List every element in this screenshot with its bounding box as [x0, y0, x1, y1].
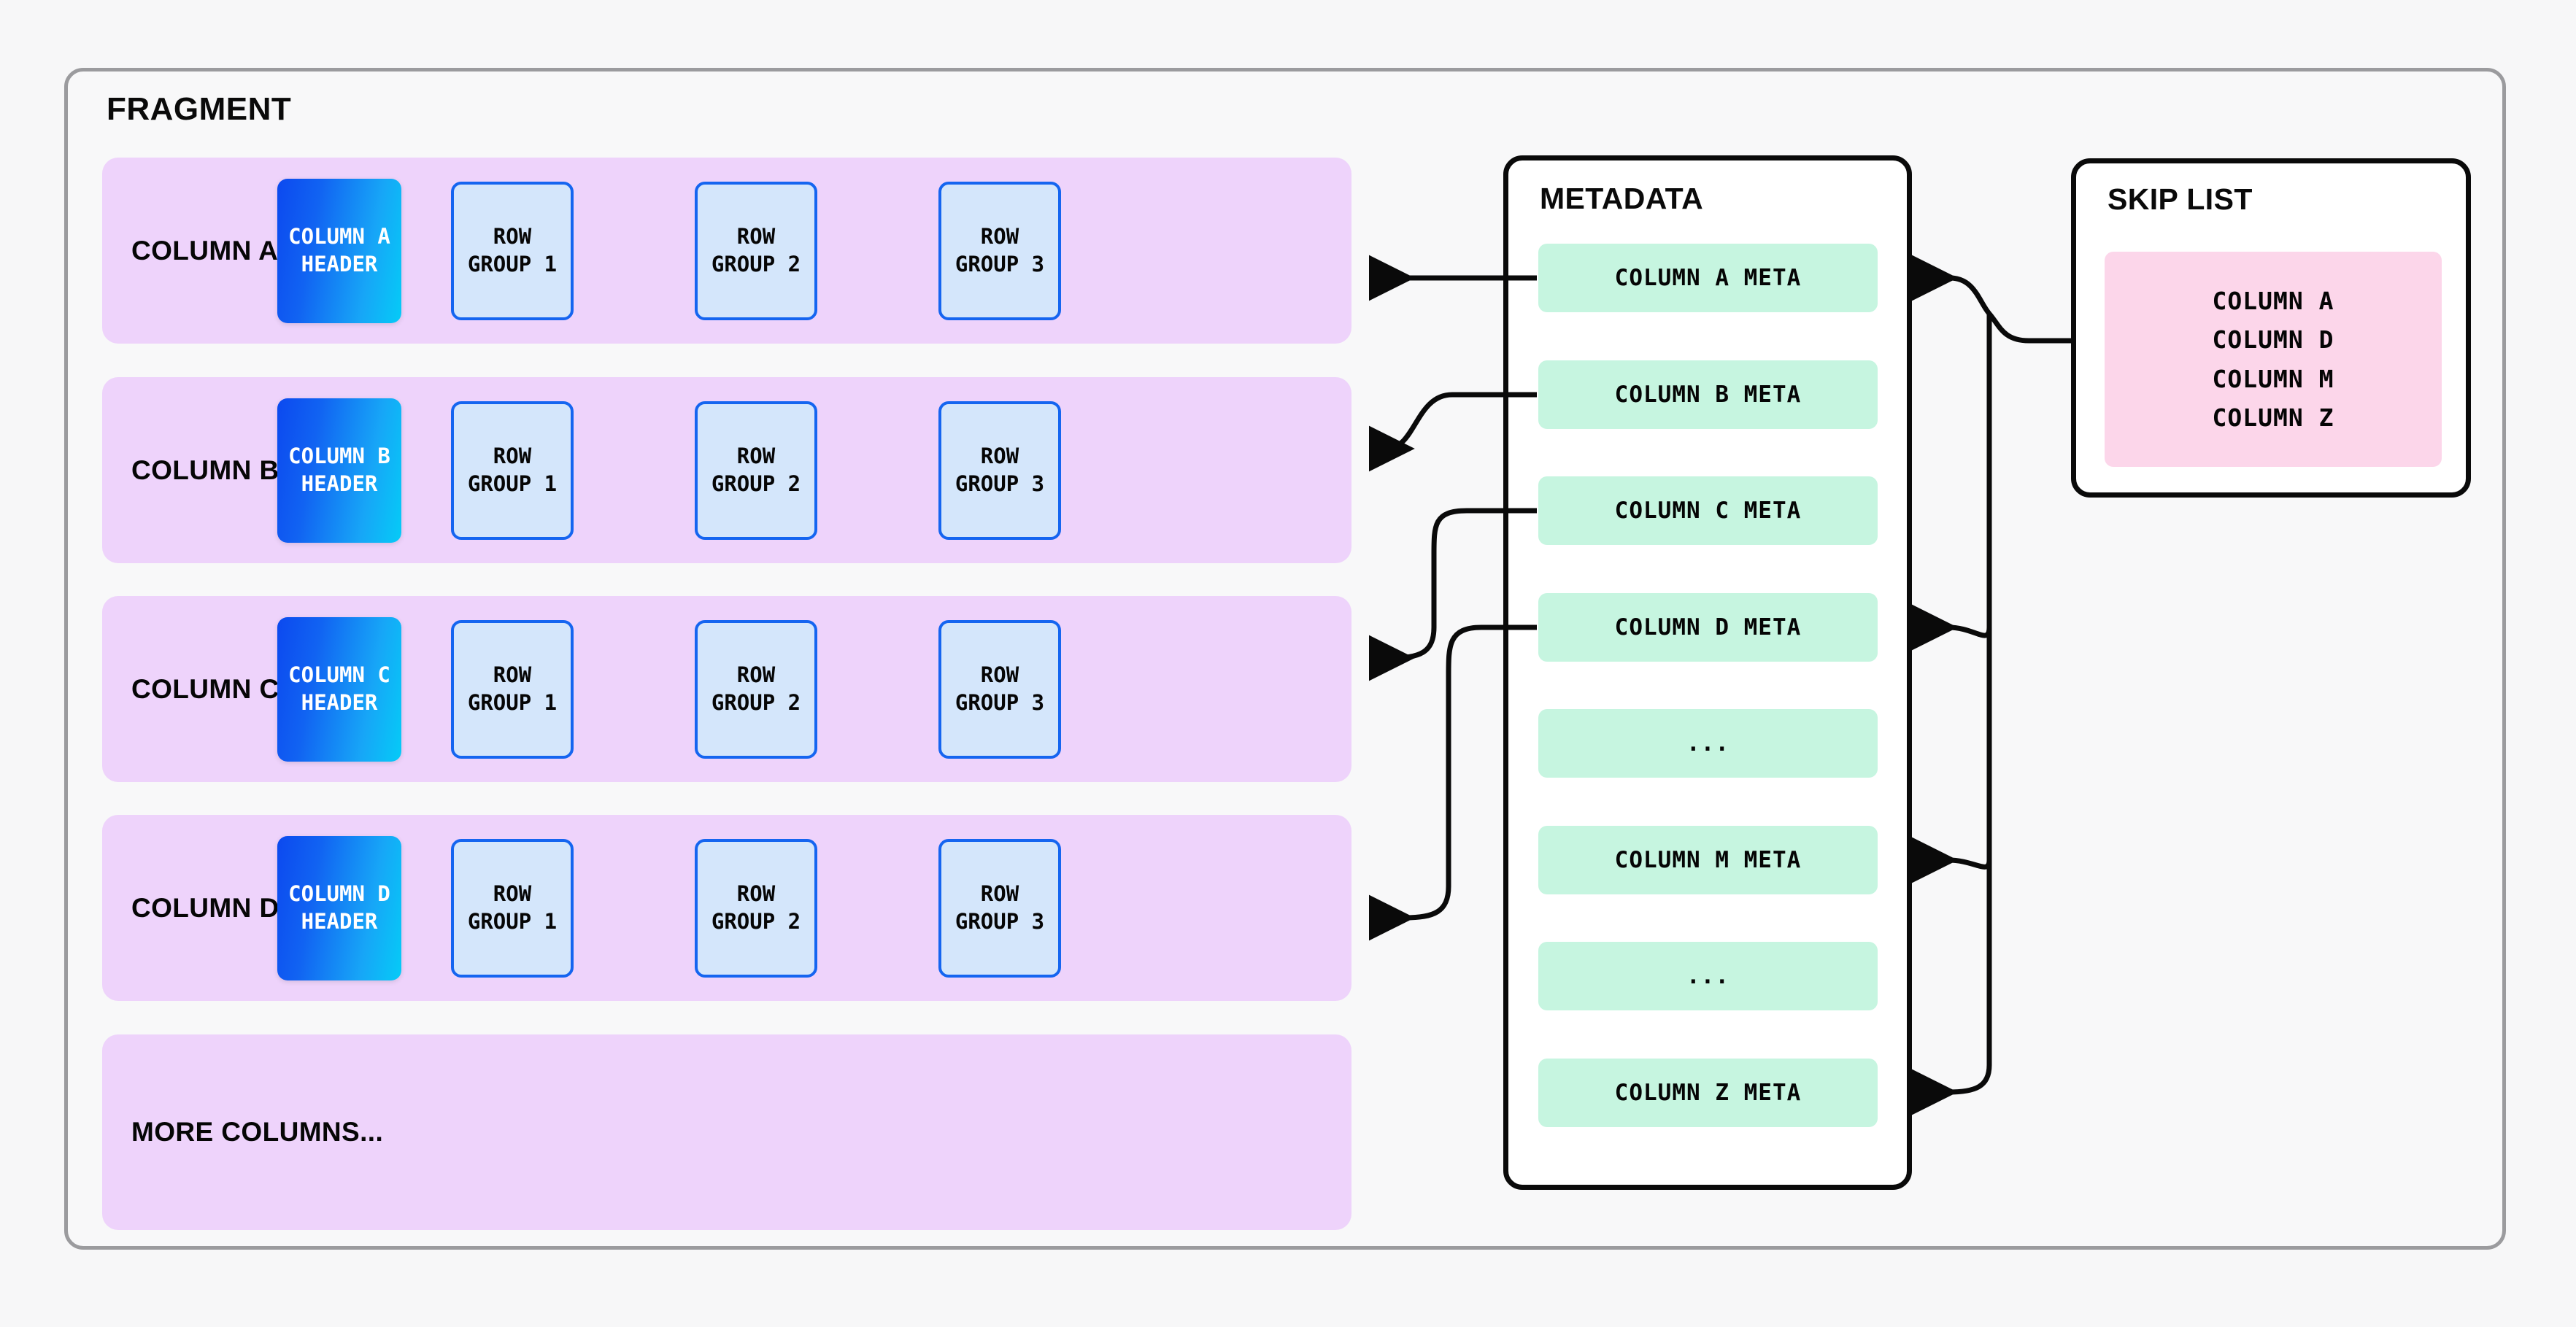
column-band-more[interactable]: MORE COLUMNS... [102, 1034, 1351, 1230]
skip-list-entry-2: COLUMN M [2212, 364, 2334, 393]
column-band-label-b: COLUMN B [131, 454, 279, 485]
skip-list-entry-3: COLUMN Z [2212, 403, 2334, 432]
skip-list-entries[interactable]: COLUMN A COLUMN D COLUMN M COLUMN Z [2105, 252, 2442, 467]
column-band-label-a: COLUMN A [131, 235, 279, 266]
fragment-title: FRAGMENT [107, 91, 292, 127]
metadata-item-column-b[interactable]: COLUMN B META [1538, 360, 1878, 429]
metadata-item-column-m[interactable]: COLUMN M META [1538, 826, 1878, 894]
metadata-panel [1503, 155, 1912, 1190]
metadata-item-column-a[interactable]: COLUMN A META [1538, 244, 1878, 312]
column-band-label-c: COLUMN C [131, 673, 279, 704]
metadata-title: METADATA [1540, 182, 1704, 215]
metadata-item-column-z[interactable]: COLUMN Z META [1538, 1059, 1878, 1127]
metadata-item-ellipsis-1: ... [1538, 709, 1878, 778]
metadata-item-column-d[interactable]: COLUMN D META [1538, 593, 1878, 662]
column-band-label-d: COLUMN D [131, 892, 279, 923]
skip-list-entry-1: COLUMN D [2212, 325, 2334, 355]
skip-list-entry-0: COLUMN A [2212, 286, 2334, 315]
more-columns-label: MORE COLUMNS... [131, 1117, 384, 1147]
metadata-item-column-c[interactable]: COLUMN C META [1538, 476, 1878, 545]
skip-list-title: SKIP LIST [2108, 182, 2253, 216]
metadata-item-ellipsis-2: ... [1538, 942, 1878, 1010]
